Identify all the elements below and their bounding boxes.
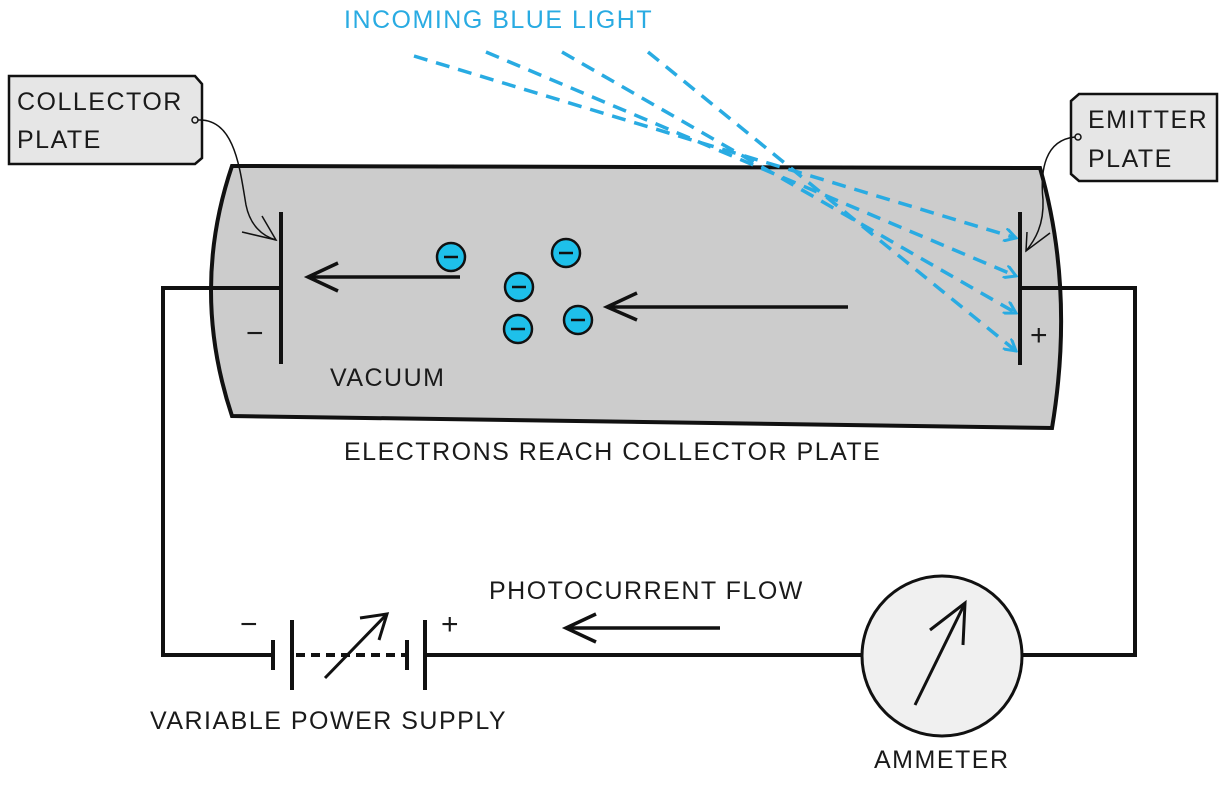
electron (435, 241, 467, 273)
electrons (435, 237, 594, 345)
emitter-plate-tag: EMITTER PLATE (1025, 92, 1219, 253)
photocurrent-arrow (561, 612, 720, 644)
emitter-tag-line1: EMITTER (1088, 106, 1208, 134)
light-ray (413, 54, 1016, 238)
emitter-tag-line2: PLATE (1088, 145, 1173, 173)
variable-arrow (323, 612, 389, 680)
electrons-caption: ELECTRONS REACH COLLECTOR PLATE (344, 438, 881, 466)
photocurrent-label: PHOTOCURRENT FLOW (489, 577, 804, 605)
electron (562, 304, 594, 336)
supply-plus-sign: + (441, 608, 459, 641)
variable-power-supply (271, 612, 427, 690)
light-ray (561, 50, 1016, 313)
vacuum-label: VACUUM (330, 364, 445, 392)
light-ray (646, 50, 1016, 351)
electron (550, 237, 582, 269)
light-ray (485, 50, 1016, 276)
collector-minus-sign: − (246, 317, 264, 350)
collector-tag-line2: PLATE (17, 126, 102, 154)
vacuum-tube (209, 163, 1064, 431)
emitter-plus-sign: + (1030, 319, 1048, 352)
incoming-light-label: INCOMING BLUE LIGHT (344, 6, 653, 34)
electron-flow-arrow-left (303, 261, 460, 293)
electron (502, 313, 534, 345)
power-supply-label: VARIABLE POWER SUPPLY (150, 707, 507, 735)
supply-minus-sign: − (240, 608, 258, 641)
ammeter-needle (913, 602, 967, 706)
ammeter-label: AMMETER (874, 746, 1010, 774)
light-rays (413, 50, 1016, 351)
ammeter (860, 574, 1024, 738)
collector-plate-tag: COLLECTOR PLATE (7, 74, 278, 242)
electron (503, 271, 535, 303)
electron-flow-arrow-right (602, 291, 848, 322)
collector-tag-line1: COLLECTOR (17, 88, 183, 116)
